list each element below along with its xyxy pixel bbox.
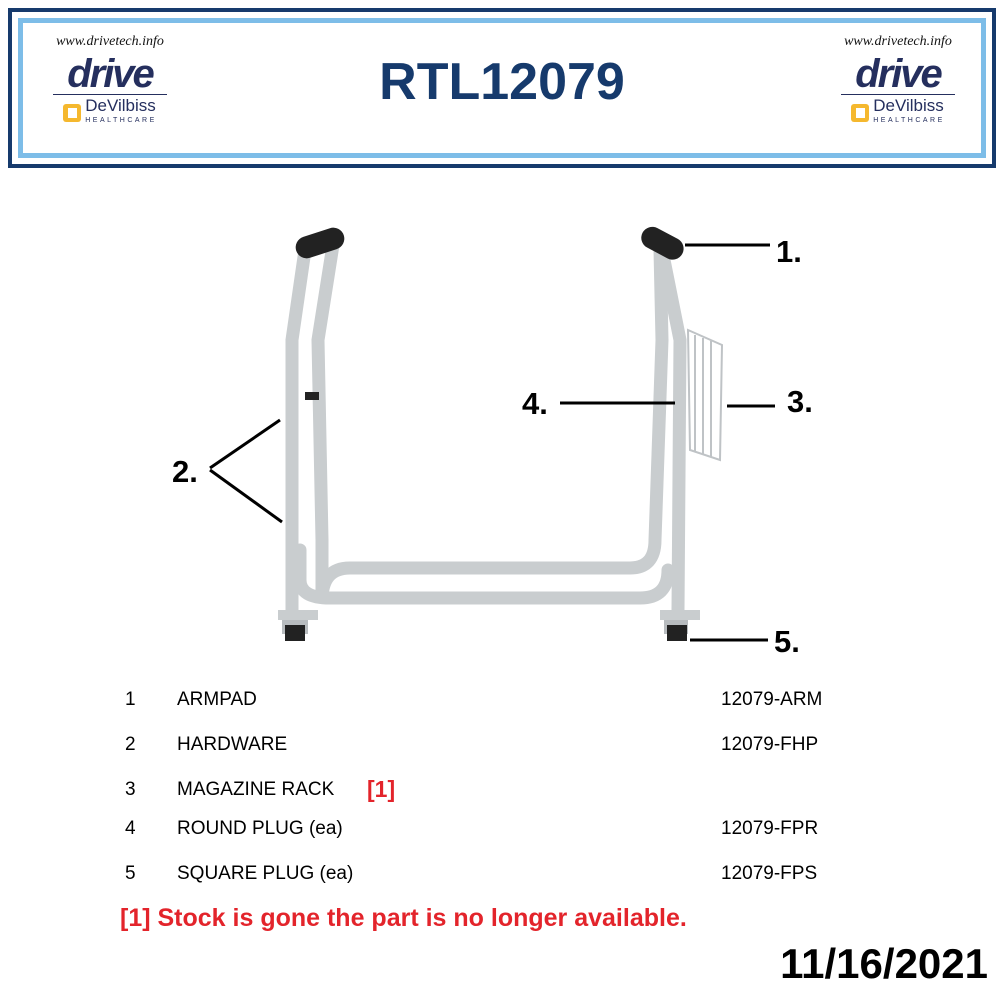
revision-date: 11/16/2021	[780, 940, 988, 987]
part-num: 5	[125, 863, 136, 884]
devilbiss-icon	[851, 104, 870, 122]
feet	[278, 610, 700, 634]
part-name: HARDWARE	[177, 734, 288, 755]
footnote-ref: [1]	[367, 776, 396, 802]
healthcare-text: HEALTHCARE	[85, 117, 157, 124]
part-number: 12079-FPS	[721, 863, 818, 884]
part-name: MAGAZINE RACK	[177, 779, 335, 800]
logo-url: www.drivetech.info	[844, 34, 952, 49]
part-number: 12079-ARM	[721, 689, 823, 710]
devilbiss-icon	[63, 104, 82, 122]
toilet-safety-frame-diagram	[209, 226, 775, 642]
square-plug	[285, 625, 305, 641]
round-plug	[305, 392, 319, 400]
square-plug	[667, 625, 687, 641]
page-title: RTL12079	[379, 53, 625, 111]
part-name: ARMPAD	[177, 689, 257, 710]
footnote: [1] Stock is gone the part is no longer …	[120, 904, 687, 932]
part-number: 12079-FPR	[721, 818, 819, 839]
logo-url: www.drivetech.info	[56, 34, 164, 49]
callout-4: 4.	[522, 386, 548, 421]
part-name: ROUND PLUG (ea)	[177, 818, 343, 839]
callout-5: 5.	[774, 624, 800, 659]
devilbiss-text: DeVilbiss	[85, 96, 156, 115]
devilbiss-text: DeVilbiss	[873, 96, 944, 115]
callout-1: 1.	[776, 234, 802, 269]
part-num: 2	[125, 734, 136, 755]
part-name: SQUARE PLUG (ea)	[177, 863, 354, 884]
frame-tubes	[285, 238, 687, 617]
part-num: 1	[125, 689, 136, 710]
drive-logo: drive	[53, 54, 167, 95]
callout-3: 3.	[787, 384, 813, 419]
part-num: 4	[125, 818, 136, 839]
drive-logo: drive	[841, 54, 955, 95]
healthcare-text: HEALTHCARE	[873, 117, 945, 124]
part-num: 3	[125, 779, 136, 800]
callout-2: 2.	[172, 454, 198, 489]
magazine-rack	[686, 328, 724, 462]
part-number: 12079-FHP	[721, 734, 819, 755]
leader-lines	[209, 243, 775, 642]
armpads	[295, 226, 684, 260]
header-inner-border	[18, 18, 986, 158]
